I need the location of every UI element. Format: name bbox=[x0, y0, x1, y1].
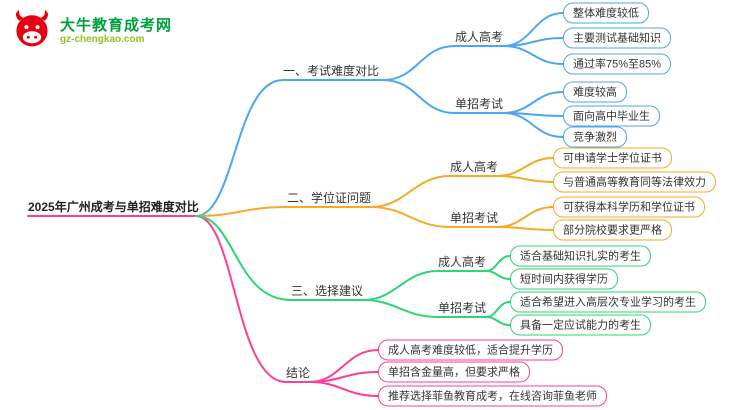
leaf-node: 面向高中毕业生 bbox=[563, 105, 660, 127]
leaf-node: 成人高考难度较低，适合提升学历 bbox=[378, 339, 563, 361]
subnode-degree-danzhao: 单招考试 bbox=[450, 211, 499, 225]
leaf-node: 可申请学士学位证书 bbox=[553, 147, 672, 169]
leaf-node: 适合基础知识扎实的考生 bbox=[510, 245, 651, 267]
branch-label-conclusion: 结论 bbox=[286, 366, 311, 380]
leaf-node: 单招含金量高，但要求严格 bbox=[378, 361, 530, 383]
leaf-node: 整体难度较低 bbox=[563, 2, 649, 24]
branch-label-exam-difficulty: 一、考试难度对比 bbox=[283, 64, 380, 78]
leaf-node: 部分院校要求更严格 bbox=[553, 219, 672, 241]
leaf-node: 适合希望进入高层次专业学习的考生 bbox=[510, 291, 706, 313]
leaf-node: 竞争激烈 bbox=[563, 126, 627, 148]
branch-label-degree: 二、学位证问题 bbox=[287, 191, 372, 205]
branch-label-advice: 三、选择建议 bbox=[291, 284, 364, 298]
leaf-node: 可获得本科学历和学位证书 bbox=[553, 196, 705, 218]
leaf-node: 主要测试基础知识 bbox=[563, 27, 671, 49]
site-domain: gz-chengkao.com bbox=[60, 34, 145, 46]
root-node: 2025年广州成考与单招难度对比 bbox=[28, 200, 199, 214]
subnode-difficulty-chengkao: 成人高考 bbox=[455, 30, 504, 44]
bull-icon bbox=[10, 7, 54, 56]
leaf-node: 难度较高 bbox=[563, 81, 627, 103]
subnode-advice-chengkao: 成人高考 bbox=[438, 255, 487, 269]
leaf-node: 通过率75%至85% bbox=[563, 53, 672, 75]
site-name: 大牛教育成考网 bbox=[60, 17, 173, 35]
subnode-degree-chengkao: 成人高考 bbox=[450, 160, 499, 174]
leaf-node: 与普通高等教育同等法律效力 bbox=[553, 171, 716, 193]
site-logo[interactable]: 大牛教育成考网 gz-chengkao.com bbox=[10, 7, 172, 56]
leaf-node: 推荐选择菲鱼教育成考，在线咨询菲鱼老师 bbox=[378, 385, 607, 407]
leaf-node: 具备一定应试能力的考生 bbox=[510, 314, 651, 336]
leaf-node: 短时间内获得学历 bbox=[510, 268, 618, 290]
subnode-difficulty-danzhao: 单招考试 bbox=[455, 97, 504, 111]
subnode-advice-danzhao: 单招考试 bbox=[438, 301, 487, 315]
